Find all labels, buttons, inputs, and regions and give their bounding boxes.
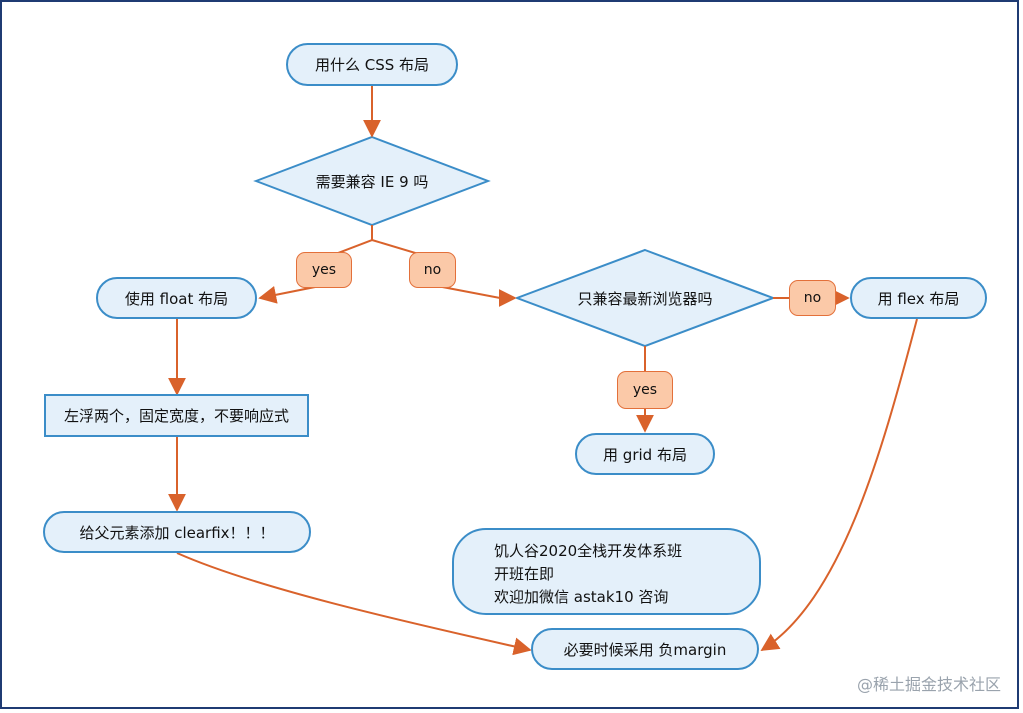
watermark: @稀土掘金技术社区	[856, 675, 1001, 694]
edge-label-ie9-no: no	[409, 252, 456, 288]
use-flex-node: 用 flex 布局	[850, 277, 987, 319]
use-grid-node: 用 grid 布局	[575, 433, 715, 475]
start-node: 用什么 CSS 布局	[286, 43, 458, 86]
edge-label-modern-yes: yes	[617, 371, 673, 409]
edge-flex-negmargin	[760, 318, 918, 651]
use-float-node: 使用 float 布局	[96, 277, 257, 319]
clearfix-node: 给父元素添加 clearfix！！！	[43, 511, 311, 553]
edge-label-ie9-yes: yes	[296, 252, 352, 288]
promo-note-line-3: 欢迎加微信 astak10 咨询	[494, 588, 669, 606]
promo-note-line-2: 开班在即	[494, 565, 555, 583]
promo-note-line-1: 饥人谷2020全栈开发体系班	[494, 542, 683, 560]
edge-label-modern-no: no	[789, 280, 836, 316]
edge-clearfix-negmargin	[176, 552, 532, 656]
promo-note: 饥人谷2020全栈开发体系班 开班在即 欢迎加微信 astak10 咨询	[452, 528, 761, 615]
negative-margin-node: 必要时候采用 负margin	[531, 628, 759, 670]
ie9-question-text: 需要兼容 IE 9 吗	[315, 172, 429, 191]
float-detail-node: 左浮两个，固定宽度，不要响应式	[44, 394, 309, 437]
modern-question-text: 只兼容最新浏览器吗	[577, 289, 713, 308]
